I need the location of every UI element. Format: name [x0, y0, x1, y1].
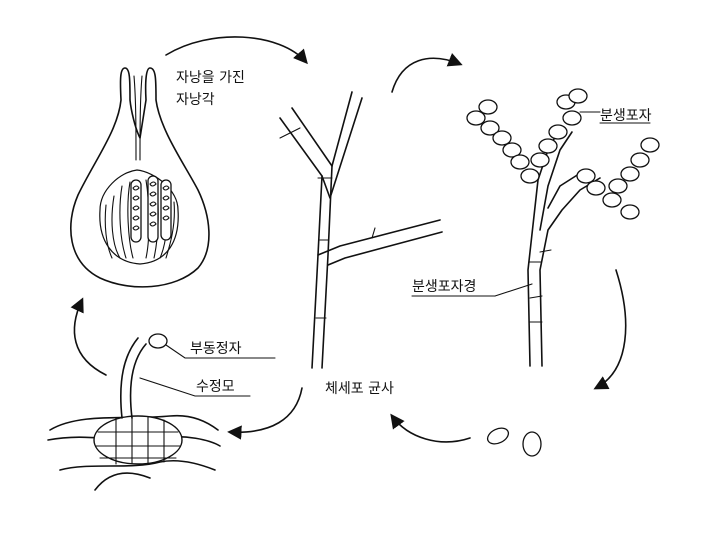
cycle-arrow-icon — [390, 413, 471, 443]
conidia-chains — [466, 88, 660, 220]
asci — [104, 175, 175, 259]
perithecium — [69, 67, 210, 288]
conidiophore-label: 분생포자경 — [412, 279, 476, 295]
somatic-hyphae — [279, 91, 443, 369]
cycle-arrow-icon — [165, 36, 308, 65]
cycle-arrow-icon — [227, 387, 303, 440]
somatic-hyphae-label: 체세포 균사 — [325, 381, 394, 397]
ascocarp-label-line1: 자낭을 가진 — [176, 70, 245, 86]
antheridium-leader — [165, 344, 276, 359]
protoperithecium — [47, 333, 221, 491]
cycle-arrow-icon — [70, 297, 107, 376]
released-conidia — [486, 427, 542, 457]
cycle-arrow-icon — [391, 53, 463, 93]
trichogyne-leader — [139, 377, 251, 397]
conidiophore-leader — [411, 283, 533, 297]
trichogyne-label: 수정모 — [196, 379, 235, 395]
antheridium-label: 부동정자 — [190, 341, 242, 357]
cycle-arrow-icon — [593, 269, 627, 390]
ascocarp-label-line2: 자낭각 — [176, 92, 215, 108]
conidia-label: 분생포자 — [600, 108, 652, 124]
cycle-arrows — [70, 36, 627, 443]
conidia-leader — [579, 111, 651, 124]
